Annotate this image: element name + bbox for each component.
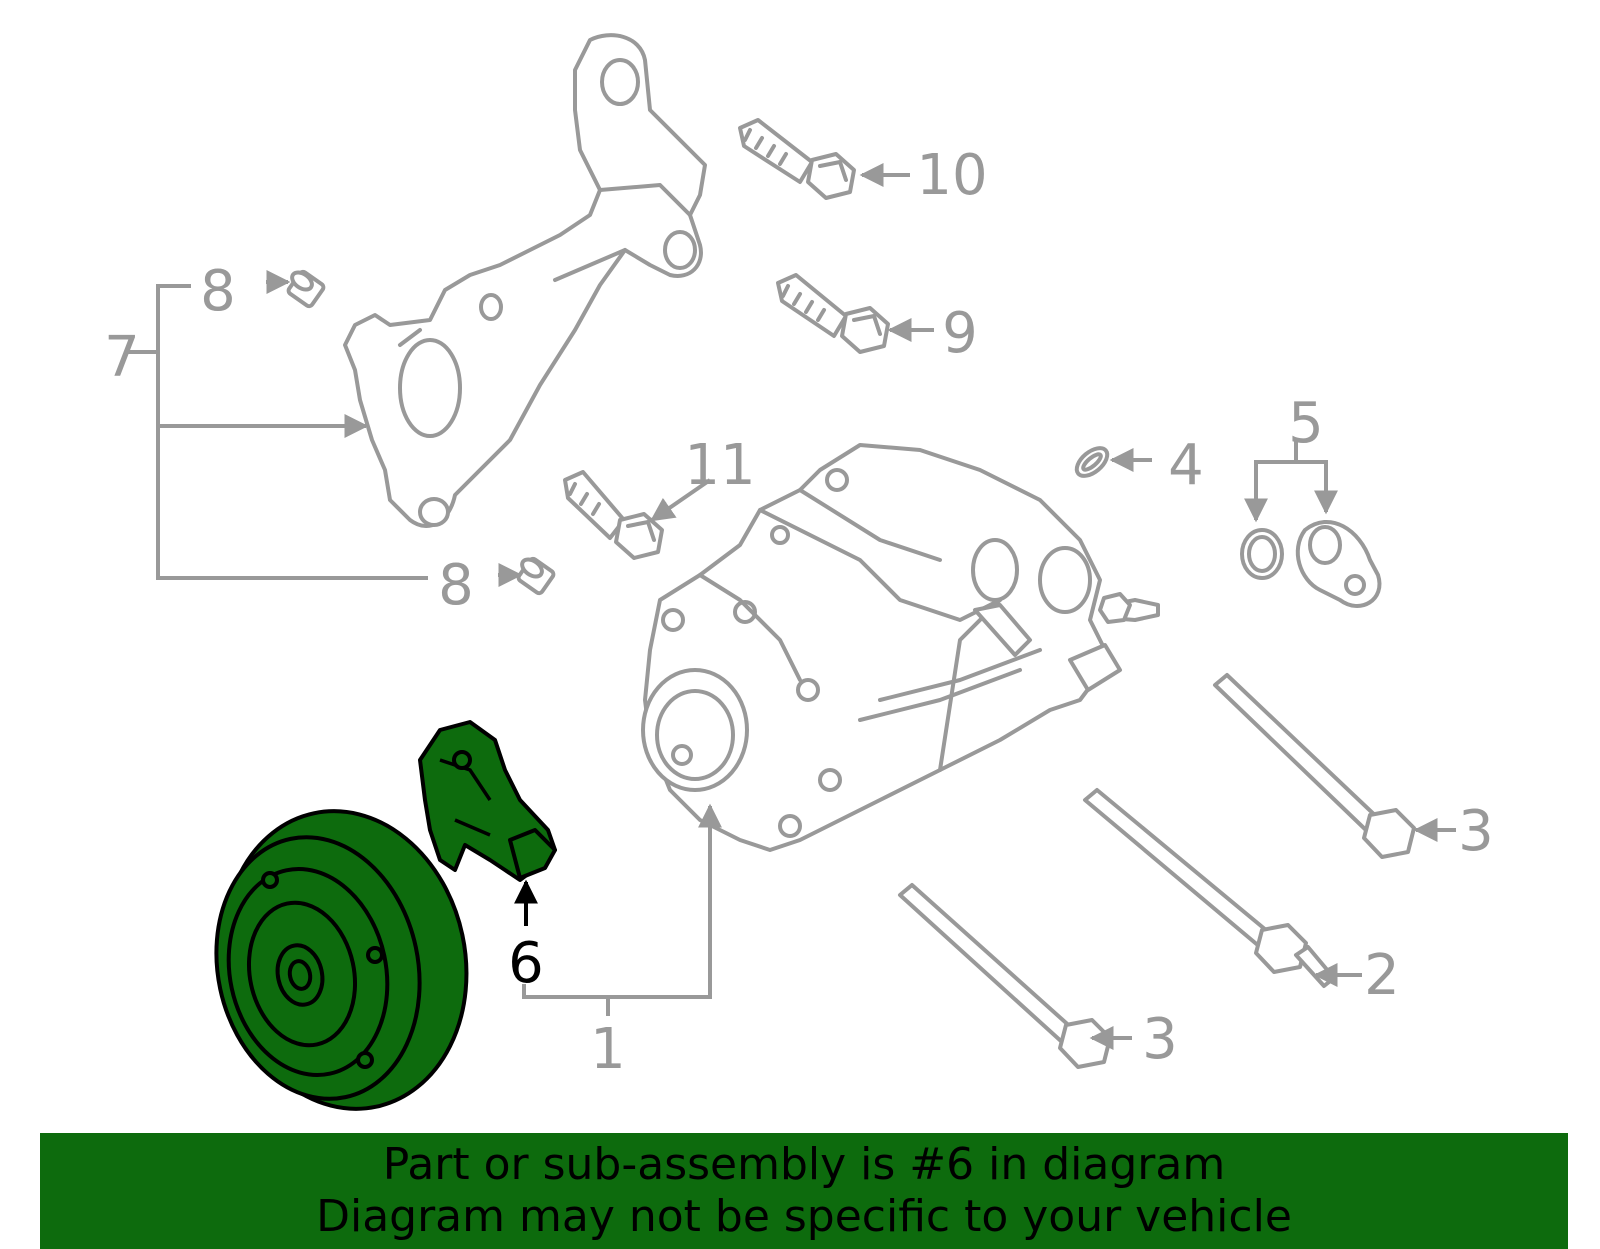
callout-6: 6: [508, 931, 544, 996]
o-ring-4: [1074, 446, 1110, 478]
clutch-assembly-highlighted: [214, 720, 557, 1111]
dowel-pin-upper: [286, 269, 326, 309]
callout-2: 2: [1364, 943, 1400, 1008]
dowel-pin-lower: [516, 556, 556, 596]
callout-8-lower: 8: [438, 553, 474, 618]
leader-lines: [128, 163, 1456, 1050]
callout-11: 11: [684, 433, 755, 498]
callout-3-lower: 3: [1142, 1007, 1178, 1072]
callout-8-upper: 8: [200, 259, 236, 324]
bolt-10: [738, 118, 856, 200]
long-bolt-3-lower: [898, 883, 1112, 1069]
long-bolt-2: [1083, 788, 1336, 988]
callout-10: 10: [916, 143, 987, 208]
info-banner: Part or sub-assembly is #6 in diagram Di…: [40, 1133, 1568, 1249]
banner-line-1: Part or sub-assembly is #6 in diagram: [382, 1139, 1226, 1190]
banner-line-2: Diagram may not be specific to your vehi…: [316, 1191, 1292, 1242]
bolt-11: [563, 470, 664, 560]
callout-labels: 1 2 3 3 4 5 6 7 8 8 9 10 11: [104, 143, 1494, 1082]
bolt-9: [776, 273, 890, 354]
callout-9: 9: [942, 301, 978, 366]
mounting-bracket: [343, 33, 707, 528]
callout-3-upper: 3: [1458, 799, 1494, 864]
long-bolt-3-upper: [1213, 673, 1416, 859]
callout-1: 1: [590, 1017, 626, 1082]
seal-ring-5: [1240, 528, 1284, 580]
callout-4: 4: [1168, 433, 1204, 498]
gasket-5: [1295, 519, 1382, 608]
callout-5: 5: [1288, 391, 1324, 456]
callout-7: 7: [104, 325, 140, 390]
compressor-body: [641, 443, 1160, 852]
